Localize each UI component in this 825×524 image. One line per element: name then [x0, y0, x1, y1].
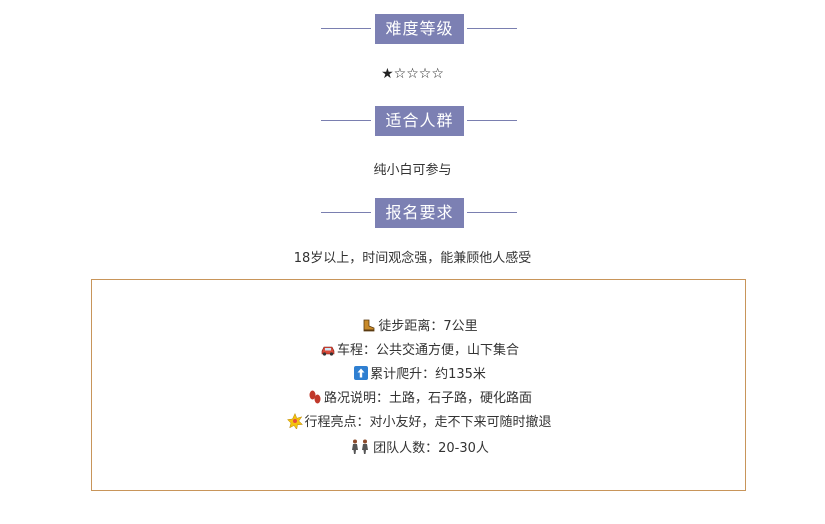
title-divider-left	[321, 28, 371, 29]
audience-title-label: 适合人群	[375, 106, 464, 136]
title-divider-right	[467, 212, 517, 213]
hiking-boot-icon	[361, 317, 377, 333]
requirements-title-label: 报名要求	[375, 198, 464, 228]
footprints-icon	[307, 389, 323, 405]
difficulty-star-rating: ★☆☆☆☆	[381, 66, 444, 82]
info-distance-text: 徒步距离：7公里	[378, 319, 478, 334]
info-road-text: 路况说明：土路，石子路，硬化路面	[323, 391, 532, 406]
audience-section-title: 适合人群	[0, 106, 825, 136]
title-divider-right	[467, 28, 517, 29]
car-icon	[320, 341, 336, 357]
audience-text: 纯小白可参与	[373, 163, 452, 178]
info-row-elevation: 累计爬升：约135米	[92, 365, 747, 383]
info-row-road: 路况说明：土路，石子路，硬化路面	[92, 389, 747, 407]
title-divider-left	[321, 120, 371, 121]
info-row-transport: 车程：公共交通方便，山下集合	[92, 341, 747, 359]
title-divider-left	[321, 212, 371, 213]
info-row-team: 团队人数：20-30人	[92, 439, 747, 457]
requirements-text: 18岁以上，时间观念强，能兼顾他人感受	[293, 251, 532, 266]
info-highlight-text: 行程亮点：对小友好，走不下来可随时撤退	[304, 415, 552, 430]
difficulty-section-title: 难度等级	[0, 14, 825, 44]
sparkle-icon	[287, 412, 304, 431]
requirements-section-title: 报名要求	[0, 198, 825, 228]
up-arrow-icon	[353, 365, 369, 381]
people-walking-icon	[350, 439, 372, 455]
title-divider-right	[467, 120, 517, 121]
trip-info-box: 徒步距离：7公里 车程：公共交通方便，山下集合 累计爬升：约135米 路况说	[91, 279, 746, 491]
info-row-distance: 徒步距离：7公里	[92, 317, 747, 335]
difficulty-title-label: 难度等级	[375, 14, 464, 44]
info-transport-text: 车程：公共交通方便，山下集合	[336, 343, 519, 358]
info-elevation-text: 累计爬升：约135米	[370, 367, 486, 382]
info-row-highlight: 行程亮点：对小友好，走不下来可随时撤退	[92, 412, 747, 431]
info-team-text: 团队人数：20-30人	[373, 441, 489, 456]
